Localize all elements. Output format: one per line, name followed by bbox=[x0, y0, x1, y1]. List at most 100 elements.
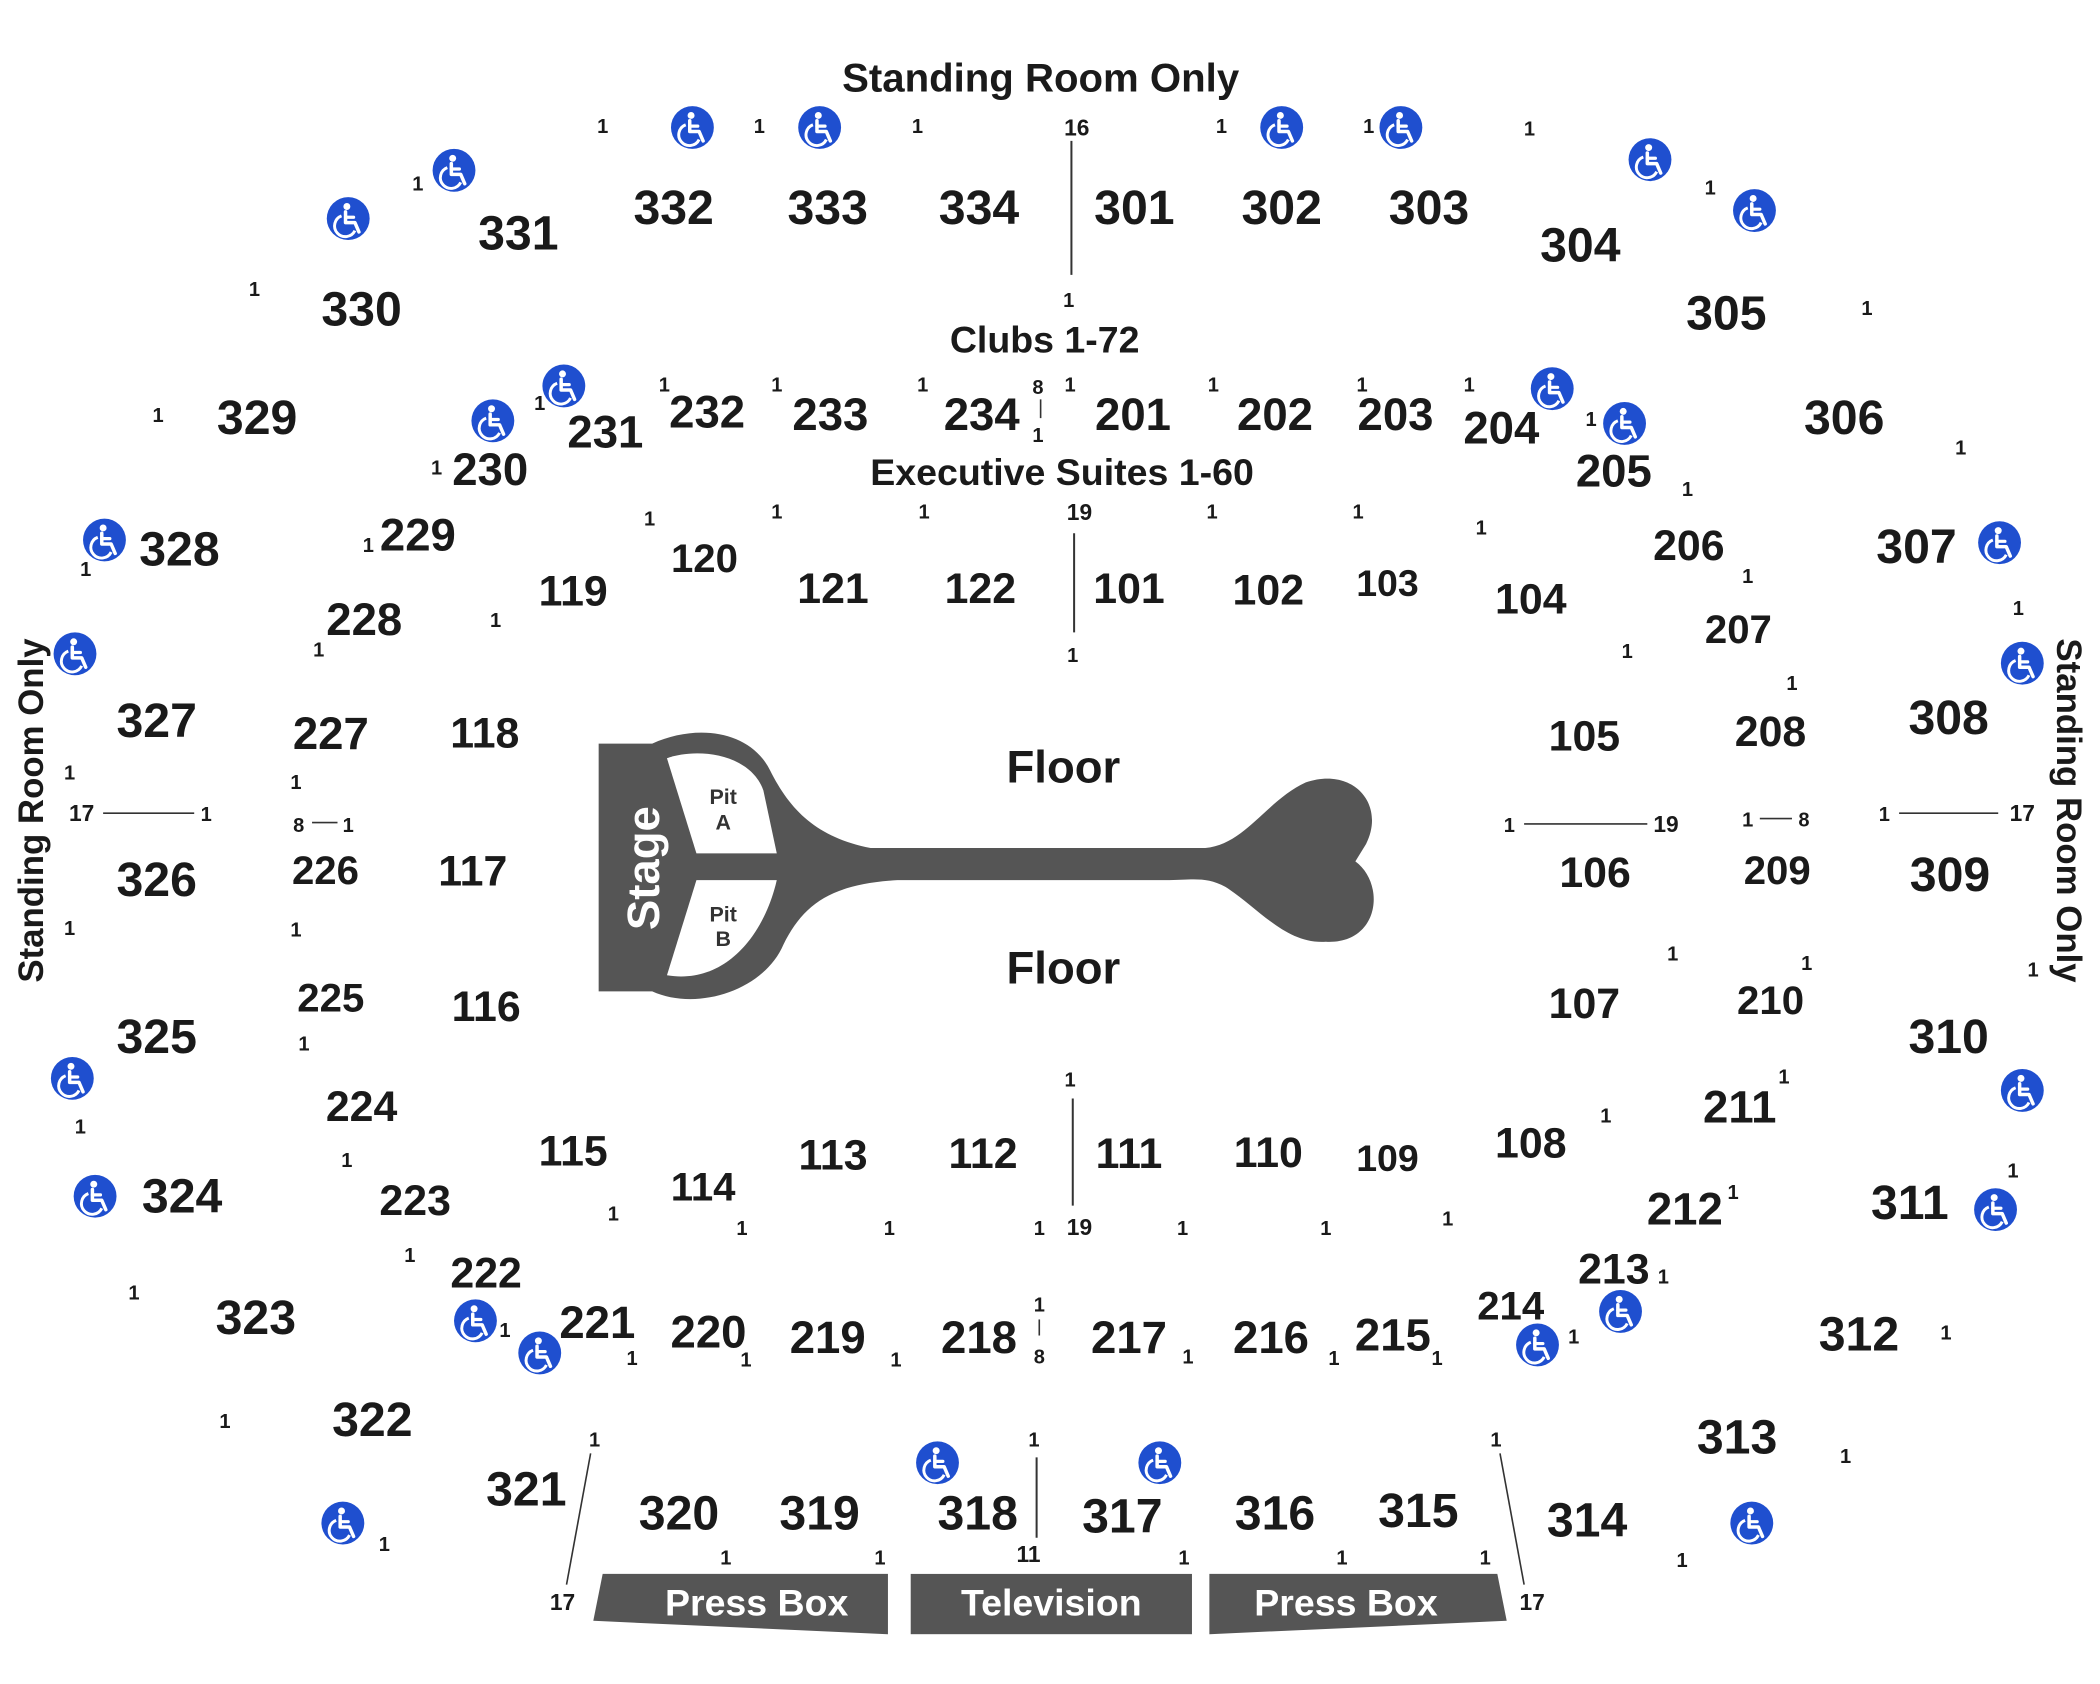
section-327[interactable]: 327 bbox=[116, 694, 196, 748]
section-104[interactable]: 104 bbox=[1495, 576, 1567, 624]
section-120[interactable]: 120 bbox=[671, 536, 738, 581]
section-208[interactable]: 208 bbox=[1735, 708, 1806, 756]
section-225[interactable]: 225 bbox=[297, 975, 364, 1020]
section-314[interactable]: 314 bbox=[1547, 1493, 1628, 1547]
wheelchair-icon[interactable] bbox=[669, 104, 716, 151]
section-217[interactable]: 217 bbox=[1091, 1312, 1167, 1363]
section-233[interactable]: 233 bbox=[792, 389, 868, 440]
section-213[interactable]: 213 bbox=[1578, 1245, 1649, 1293]
section-118[interactable]: 118 bbox=[450, 710, 519, 758]
section-214[interactable]: 214 bbox=[1477, 1283, 1545, 1328]
section-328[interactable]: 328 bbox=[139, 522, 219, 576]
stage-area[interactable]: Stage Pit A Pit B bbox=[598, 732, 1374, 1000]
section-334[interactable]: 334 bbox=[939, 181, 1020, 235]
section-115[interactable]: 115 bbox=[539, 1127, 608, 1175]
section-113[interactable]: 113 bbox=[798, 1131, 867, 1179]
section-207[interactable]: 207 bbox=[1705, 607, 1772, 652]
section-230[interactable]: 230 bbox=[452, 444, 528, 495]
section-331[interactable]: 331 bbox=[478, 206, 558, 260]
section-221[interactable]: 221 bbox=[559, 1297, 635, 1348]
wheelchair-icon[interactable] bbox=[81, 516, 128, 564]
wheelchair-icon[interactable] bbox=[430, 147, 478, 194]
press-box-left[interactable]: Press Box bbox=[593, 1573, 888, 1635]
section-311[interactable]: 311 bbox=[1871, 1176, 1949, 1230]
section-306[interactable]: 306 bbox=[1804, 391, 1884, 445]
section-222[interactable]: 222 bbox=[450, 1249, 521, 1297]
section-307[interactable]: 307 bbox=[1876, 520, 1956, 574]
wheelchair-icon[interactable] bbox=[1999, 1067, 2046, 1114]
section-218[interactable]: 218 bbox=[941, 1312, 1017, 1363]
section-234[interactable]: 234 bbox=[944, 389, 1021, 440]
wheelchair-icon[interactable] bbox=[1626, 136, 1674, 183]
section-303[interactable]: 303 bbox=[1389, 181, 1469, 235]
section-317[interactable]: 317 bbox=[1082, 1489, 1162, 1543]
section-330[interactable]: 330 bbox=[321, 283, 401, 337]
wheelchair-icon[interactable] bbox=[51, 630, 99, 677]
section-320[interactable]: 320 bbox=[639, 1487, 719, 1541]
section-103[interactable]: 103 bbox=[1356, 562, 1419, 604]
section-215[interactable]: 215 bbox=[1355, 1309, 1431, 1360]
wheelchair-icon[interactable] bbox=[325, 195, 372, 242]
section-108[interactable]: 108 bbox=[1495, 1119, 1566, 1167]
section-210[interactable]: 210 bbox=[1737, 978, 1804, 1023]
section-219[interactable]: 219 bbox=[790, 1312, 866, 1363]
wheelchair-icon[interactable] bbox=[796, 104, 843, 151]
section-231[interactable]: 231 bbox=[567, 407, 643, 458]
section-101[interactable]: 101 bbox=[1093, 565, 1164, 613]
section-310[interactable]: 310 bbox=[1908, 1010, 1988, 1064]
pit-b-shape[interactable] bbox=[666, 880, 777, 977]
section-122[interactable]: 122 bbox=[945, 565, 1016, 613]
section-112[interactable]: 112 bbox=[948, 1130, 1017, 1178]
television-box[interactable]: Television bbox=[910, 1573, 1192, 1635]
section-216[interactable]: 216 bbox=[1233, 1312, 1309, 1363]
wheelchair-icon[interactable] bbox=[1597, 1288, 1644, 1335]
wheelchair-icon[interactable] bbox=[1728, 1499, 1775, 1547]
wheelchair-icon[interactable] bbox=[1514, 1321, 1561, 1369]
section-204[interactable]: 204 bbox=[1463, 403, 1540, 454]
floor-bottom-label[interactable]: Floor bbox=[1007, 942, 1121, 993]
section-326[interactable]: 326 bbox=[116, 853, 196, 907]
wheelchair-icon[interactable] bbox=[914, 1439, 961, 1486]
section-313[interactable]: 313 bbox=[1697, 1410, 1777, 1464]
section-315[interactable]: 315 bbox=[1378, 1484, 1458, 1538]
section-226[interactable]: 226 bbox=[292, 848, 359, 893]
section-316[interactable]: 316 bbox=[1235, 1487, 1315, 1541]
section-121[interactable]: 121 bbox=[797, 565, 868, 613]
wheelchair-icon[interactable] bbox=[319, 1499, 367, 1547]
section-332[interactable]: 332 bbox=[633, 181, 713, 235]
section-302[interactable]: 302 bbox=[1241, 181, 1321, 235]
section-321[interactable]: 321 bbox=[486, 1463, 566, 1517]
section-202[interactable]: 202 bbox=[1237, 389, 1313, 440]
section-102[interactable]: 102 bbox=[1233, 566, 1304, 614]
section-322[interactable]: 322 bbox=[332, 1393, 412, 1447]
wheelchair-icon[interactable] bbox=[1972, 1186, 2019, 1233]
wheelchair-icon[interactable] bbox=[540, 362, 588, 410]
section-308[interactable]: 308 bbox=[1908, 691, 1988, 745]
wheelchair-icon[interactable] bbox=[1136, 1439, 1183, 1486]
section-111[interactable]: 111 bbox=[1096, 1130, 1163, 1178]
section-119[interactable]: 119 bbox=[539, 568, 608, 616]
wheelchair-icon[interactable] bbox=[49, 1055, 96, 1102]
section-333[interactable]: 333 bbox=[787, 181, 867, 235]
section-110[interactable]: 110 bbox=[1234, 1129, 1303, 1177]
section-324[interactable]: 324 bbox=[142, 1169, 223, 1223]
section-206[interactable]: 206 bbox=[1653, 522, 1724, 570]
wheelchair-icon[interactable] bbox=[1601, 400, 1648, 447]
press-box-right[interactable]: Press Box bbox=[1209, 1573, 1507, 1635]
section-232[interactable]: 232 bbox=[669, 386, 745, 437]
section-116[interactable]: 116 bbox=[452, 983, 521, 1031]
section-203[interactable]: 203 bbox=[1358, 389, 1434, 440]
section-224[interactable]: 224 bbox=[326, 1083, 398, 1131]
section-301[interactable]: 301 bbox=[1094, 181, 1174, 235]
pit-a-shape[interactable] bbox=[666, 753, 777, 854]
section-309[interactable]: 309 bbox=[1910, 848, 1990, 902]
wheelchair-icon[interactable] bbox=[452, 1297, 499, 1344]
section-107[interactable]: 107 bbox=[1549, 980, 1620, 1028]
wheelchair-icon[interactable] bbox=[1258, 104, 1305, 151]
section-229[interactable]: 229 bbox=[380, 510, 456, 561]
section-106[interactable]: 106 bbox=[1559, 849, 1630, 897]
section-109[interactable]: 109 bbox=[1356, 1137, 1419, 1179]
floor-top-label[interactable]: Floor bbox=[1007, 741, 1121, 792]
wheelchair-icon[interactable] bbox=[1731, 187, 1778, 234]
section-223[interactable]: 223 bbox=[379, 1177, 450, 1225]
